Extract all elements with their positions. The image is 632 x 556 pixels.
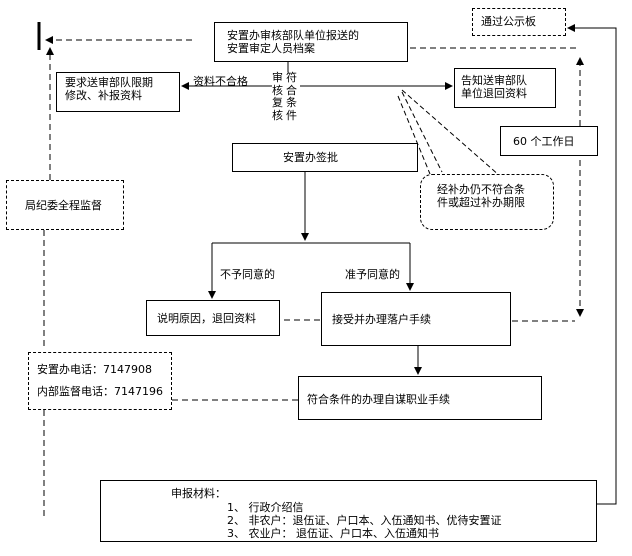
qc-char: 符: [286, 71, 297, 84]
review-archive-line-2: 安置审定人员档案: [227, 42, 315, 55]
unqualified-label: 资料不合格: [193, 75, 248, 88]
materials-title: 申报材料：: [171, 487, 226, 500]
notify-return-line-1: 告知送审部队: [461, 74, 527, 87]
self-employ-label: 符合条件的办理自谋职业手续: [307, 393, 450, 406]
qc-char: 审: [272, 71, 283, 84]
notify-return-line-2: 单位退回资料: [461, 87, 527, 100]
qc-char: 条: [286, 96, 297, 109]
agree-label: 准予同意的: [345, 268, 400, 281]
disagree-label: 不予同意的: [220, 268, 275, 281]
qc-char: 合: [286, 83, 297, 97]
discipline-label: 局纪委全程监督: [25, 199, 102, 212]
qc-char: 核: [272, 83, 283, 97]
discipline-box: 局纪委全程监督: [6, 180, 124, 230]
review-archive-box: 安置办审核部队单位报送的 安置审定人员档案: [214, 22, 408, 62]
sixty-days-box: 60 个工作日: [500, 126, 598, 156]
overdue-line-2: 件或超过补办期限: [437, 196, 525, 209]
contacts-box: 安置办电话：7147908 内部监督电话：7147196: [28, 352, 172, 410]
materials-item-2: 2、 非农户：退伍证、户口本、入伍通知书、优待安置证: [227, 514, 502, 527]
settle-label: 接受并办理落户手续: [332, 313, 431, 326]
contact-line-1: 安置办电话：7147908: [37, 363, 152, 376]
qc-char: 件: [286, 108, 297, 122]
notify-return-box: 告知送审部队 单位退回资料: [454, 68, 556, 108]
approval-box: 安置办签批: [232, 143, 418, 172]
contact-line-2: 内部监督电话：7147196: [37, 385, 163, 398]
materials-item-1: 1、 行政介绍信: [227, 501, 304, 514]
require-supplement-line-1: 要求送审部队限期: [65, 76, 153, 89]
public-board-box: 通过公示板: [472, 8, 566, 36]
explain-return-box: 说明原因，退回资料: [146, 300, 280, 336]
qc-char: 核: [272, 108, 283, 122]
qualified-check-label: 审 符 核 合 复 条 核 件: [272, 71, 300, 123]
sixty-days-label: 60 个工作日: [513, 135, 575, 148]
require-supplement-line-2: 修改、补报资料: [65, 89, 142, 102]
materials-item-3: 3、 农业户： 退伍证、户口本、入伍通知书: [227, 527, 439, 540]
explain-return-label: 说明原因，退回资料: [157, 312, 256, 325]
self-employ-box: 符合条件的办理自谋职业手续: [298, 376, 542, 420]
require-supplement-box: 要求送审部队限期 修改、补报资料: [56, 72, 180, 112]
overdue-line-1: 经补办仍不符合条: [437, 183, 525, 196]
qc-char: 复: [272, 96, 283, 109]
public-board-label: 通过公示板: [481, 15, 536, 28]
review-archive-line-1: 安置办审核部队单位报送的: [227, 29, 359, 42]
approval-label: 安置办签批: [283, 151, 338, 164]
materials-box: 申报材料： 1、 行政介绍信 2、 非农户：退伍证、户口本、入伍通知书、优待安置…: [100, 480, 597, 542]
overdue-box: 经补办仍不符合条 件或超过补办期限: [420, 174, 554, 230]
settle-box: 接受并办理落户手续: [321, 292, 511, 346]
